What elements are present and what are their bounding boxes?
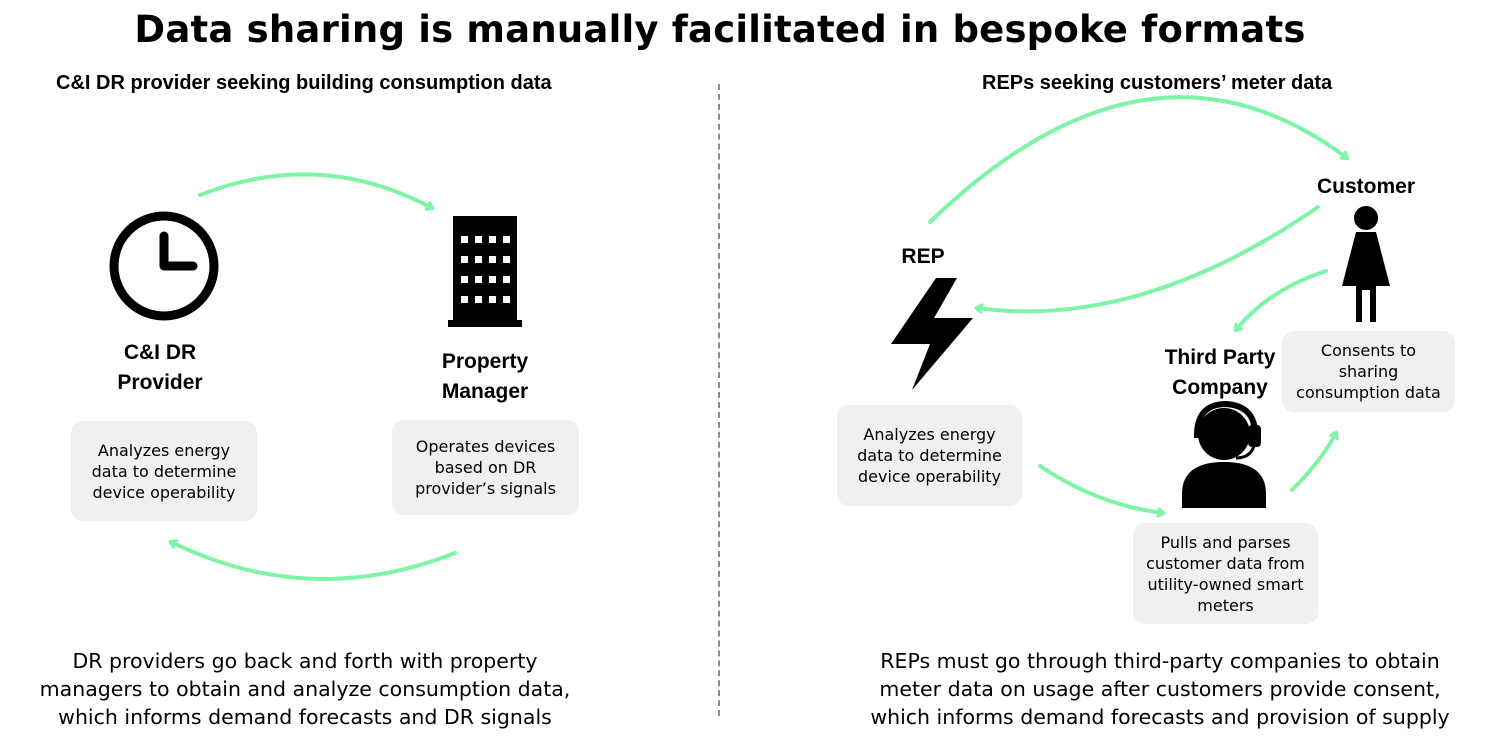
arrow-customer-to-third-party bbox=[1236, 269, 1328, 330]
arrow-customer-to-rep bbox=[977, 205, 1320, 311]
provider-label: C&I DR Provider bbox=[117, 341, 203, 394]
manager-description-box: Operates devices based on DR provider’s … bbox=[392, 420, 579, 515]
office-building-icon bbox=[448, 216, 522, 327]
third-party-description-box: Pulls and parses customer data from util… bbox=[1133, 523, 1318, 624]
lightning-bolt-icon bbox=[891, 278, 973, 390]
panel-divider bbox=[718, 84, 720, 716]
arrow-third-party-to-customer bbox=[1290, 433, 1336, 492]
customer-label: Customer bbox=[1316, 175, 1416, 198]
manager-label: Property Manager bbox=[441, 350, 529, 403]
right-subtitle: REPs seeking customers’ meter data bbox=[982, 72, 1333, 94]
arrow-provider-to-manager bbox=[198, 172, 432, 208]
headset-agent-icon bbox=[1182, 400, 1266, 508]
arrow-rep-to-customer bbox=[928, 95, 1347, 224]
customer-description-box: Consents to sharing consumption data bbox=[1282, 331, 1455, 412]
provider-description-box: Analyzes energy data to determine device… bbox=[71, 421, 257, 521]
left-caption: DR providers go back and forth with prop… bbox=[39, 649, 571, 729]
arrow-manager-to-provider bbox=[171, 542, 457, 581]
person-icon bbox=[1342, 206, 1390, 322]
clock-icon bbox=[109, 211, 219, 321]
rep-label: REP bbox=[901, 245, 945, 268]
left-subtitle: C&I DR provider seeking building consump… bbox=[56, 72, 552, 94]
rep-description-box: Analyzes energy data to determine device… bbox=[837, 405, 1022, 506]
arrow-rep-to-third-party bbox=[1038, 464, 1163, 513]
page-title: Data sharing is manually facilitated in … bbox=[134, 8, 1306, 51]
third-party-label: Third Party Company bbox=[1164, 346, 1276, 399]
right-caption: REPs must go through third-party compani… bbox=[870, 649, 1450, 729]
